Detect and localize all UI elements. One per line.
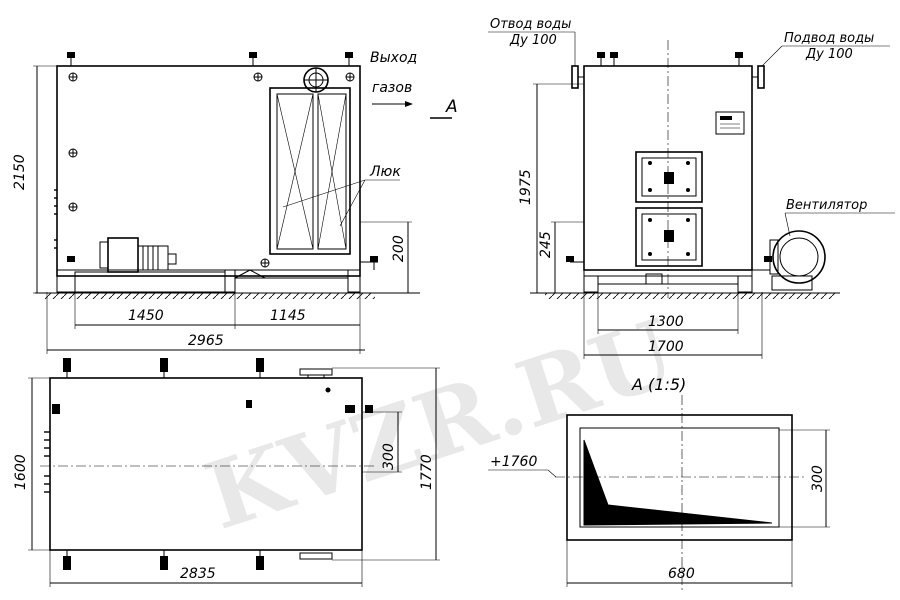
plan-view xyxy=(28,358,440,587)
detail-a xyxy=(488,395,830,590)
dim-side-low-height: 245 xyxy=(538,231,554,258)
dim-detail-680: 680 xyxy=(668,566,695,582)
dim-side-1300: 1300 xyxy=(648,314,684,330)
dim-side-1700: 1700 xyxy=(648,339,684,355)
front-view xyxy=(33,52,452,354)
label-hatch: Люк xyxy=(369,164,401,180)
dim-front-height: 2150 xyxy=(12,154,28,190)
label-fan: Вентилятор xyxy=(786,198,867,213)
dim-plan-1770: 1770 xyxy=(419,454,435,490)
label-water-inlet-1: Подвод воды xyxy=(784,31,874,46)
dim-detail-elevation: +1760 xyxy=(490,454,537,470)
dim-front-total: 2965 xyxy=(188,333,224,349)
label-gas-outlet-2: газов xyxy=(372,80,412,96)
side-view xyxy=(488,31,895,359)
dim-front-1145: 1145 xyxy=(270,308,306,324)
label-water-inlet-2: Ду 100 xyxy=(805,47,853,62)
dim-side-height: 1975 xyxy=(518,169,534,205)
detail-a-title: А (1:5) xyxy=(631,375,686,394)
label-gas-outlet-1: Выход xyxy=(370,50,417,66)
dim-plan-length: 2835 xyxy=(180,566,216,582)
dim-detail-300: 300 xyxy=(810,465,826,492)
dim-front-base-height: 200 xyxy=(391,235,407,262)
dim-plan-1600: 1600 xyxy=(13,454,29,490)
dim-plan-300: 300 xyxy=(381,443,397,470)
label-water-outlet-1: Отвод воды xyxy=(490,17,571,32)
label-view-a: А xyxy=(445,97,458,117)
dim-front-1450: 1450 xyxy=(128,308,164,324)
label-water-outlet-2: Ду 100 xyxy=(509,33,557,48)
